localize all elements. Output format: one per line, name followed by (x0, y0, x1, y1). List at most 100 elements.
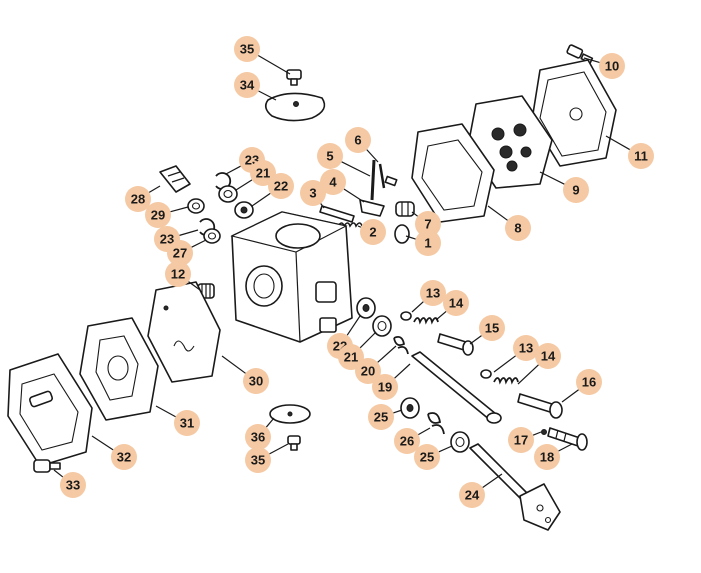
leader-line-13 (493, 355, 516, 373)
callout-badge-10: 10 (599, 53, 625, 79)
carburetor-body (230, 211, 353, 343)
leader-line-9 (539, 171, 565, 185)
callout-badge-25: 25 (368, 404, 394, 430)
leader-line-23 (179, 229, 199, 236)
callout-label: 13 (519, 341, 533, 356)
leader-line-33 (53, 469, 64, 478)
callout-badge-27: 27 (167, 240, 193, 266)
part-28-plug (159, 165, 191, 193)
callout-label: 35 (240, 42, 254, 57)
callout-circle (420, 280, 446, 306)
leader-line-20 (377, 345, 397, 363)
callout-label: 18 (540, 450, 554, 465)
leader-line-35 (269, 443, 289, 455)
callout-label: 2 (369, 225, 376, 240)
part-3-needle (319, 205, 355, 223)
leader-line-8 (487, 205, 508, 221)
callout-badge-7: 7 (415, 211, 441, 237)
callout-circle (443, 290, 469, 316)
callout-badge-12: 12 (165, 261, 191, 287)
leader-line-22 (251, 192, 271, 207)
callout-label: 14 (449, 296, 464, 311)
part-31-gasket (79, 317, 159, 421)
callout-circle (414, 444, 440, 470)
part-20-torsion-spring (393, 335, 409, 355)
callout-badge-26: 26 (394, 428, 420, 454)
callout-label: 30 (249, 374, 263, 389)
leader-line-14 (517, 364, 539, 385)
leader-line-36 (265, 417, 275, 428)
part-26-spring (427, 412, 445, 435)
callout-circle (111, 444, 137, 470)
callout-badge-3: 3 (300, 180, 326, 206)
leader-line-32 (91, 435, 114, 451)
callout-label: 19 (378, 380, 392, 395)
callout-badge-22: 22 (268, 173, 294, 199)
part-6-pin (378, 163, 398, 189)
callout-circle (534, 444, 560, 470)
callout-circle (167, 240, 193, 266)
callout-label: 36 (251, 430, 265, 445)
leader-line-23 (225, 165, 241, 175)
callout-circle (459, 482, 485, 508)
callout-badge-15: 15 (479, 315, 505, 341)
callout-label: 26 (400, 434, 414, 449)
callout-badge-31: 31 (174, 410, 200, 436)
callout-label: 29 (151, 208, 165, 223)
callout-circle (320, 169, 346, 195)
callout-badge-30: 30 (243, 368, 269, 394)
callout-badge-28: 28 (125, 186, 151, 212)
callout-label: 32 (117, 450, 131, 465)
callout-label: 11 (634, 149, 648, 164)
callout-badge-36: 36 (245, 424, 271, 450)
part-32-cover (7, 353, 93, 467)
callout-badge-13: 13 (420, 280, 446, 306)
part-21-washer-lower (372, 315, 392, 337)
callout-circle (250, 160, 276, 186)
part-15-needle-upper (437, 333, 474, 356)
leader-line-27 (191, 239, 207, 248)
callout-circle (125, 186, 151, 212)
callout-badge-29: 29 (145, 202, 171, 228)
callout-badge-2: 2 (360, 219, 386, 245)
callout-circle (345, 127, 371, 153)
callout-circle (300, 180, 326, 206)
callout-label: 10 (605, 59, 619, 74)
callout-badge-5: 5 (317, 143, 343, 169)
leader-line-1 (405, 235, 416, 240)
callout-badge-35: 35 (234, 36, 260, 62)
callout-circle (360, 219, 386, 245)
callout-circle (535, 343, 561, 369)
callout-badge-33: 33 (60, 472, 86, 498)
part-23-circlip-upper (215, 172, 232, 190)
callout-label: 6 (354, 133, 361, 148)
callout-circle (576, 369, 602, 395)
callout-badge-14: 14 (443, 290, 469, 316)
leader-line-19 (394, 363, 411, 379)
part-2-spring (337, 222, 363, 228)
callout-badge-8: 8 (505, 215, 531, 241)
leader-line-2 (357, 225, 362, 228)
callout-badge-34: 34 (234, 72, 260, 98)
leader-line-26 (418, 427, 431, 436)
callout-circle (505, 215, 531, 241)
leader-line-34 (258, 90, 277, 101)
callout-label: 8 (514, 221, 521, 236)
callout-circle (479, 315, 505, 341)
callout-label: 14 (541, 349, 556, 364)
callout-circle (174, 410, 200, 436)
leader-line-16 (561, 389, 579, 403)
callout-circle (415, 211, 441, 237)
part-25-bearing-upper (400, 397, 420, 419)
callout-circle (165, 261, 191, 287)
callout-label: 24 (465, 488, 480, 503)
callout-label: 23 (160, 232, 174, 247)
part-14-spring-lower (493, 377, 519, 385)
callout-circle (245, 447, 271, 473)
callout-circle (234, 72, 260, 98)
callout-circle (368, 404, 394, 430)
callout-label: 25 (420, 450, 434, 465)
callout-circle (563, 177, 589, 203)
part-7-strainer (395, 201, 415, 217)
callout-label: 25 (374, 410, 388, 425)
